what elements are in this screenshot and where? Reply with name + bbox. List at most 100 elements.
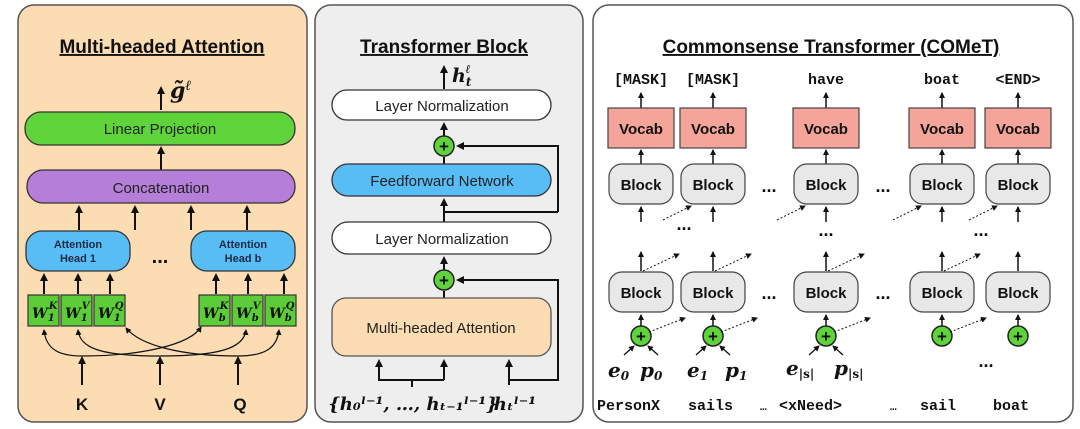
kvq-routing-curves — [41, 326, 282, 357]
transformer-block-bottom — [608, 271, 674, 313]
block-label: Block — [998, 177, 1040, 194]
token: <xNeed> — [779, 398, 842, 415]
svg-text:W1K: W1K — [32, 301, 59, 324]
svg-text:p0: p0 — [640, 358, 663, 383]
attention-head-1 — [25, 230, 131, 272]
transformer-block-top — [608, 163, 674, 205]
arrow — [623, 345, 635, 356]
vocab-label: Vocab — [619, 121, 663, 138]
ellipsis: ... — [761, 283, 776, 303]
attention-link — [642, 253, 680, 272]
vocab-box — [908, 107, 976, 149]
attention-link — [648, 317, 686, 333]
token: boat — [993, 398, 1029, 415]
add-icon-glyph: + — [937, 327, 947, 346]
output-symbol: g̃ℓ — [170, 78, 191, 104]
attention-link — [968, 205, 998, 221]
panel-comet: Commonsense Transformer (COMeT) [MASK]Vo… — [592, 4, 1074, 423]
weight-wb-k — [198, 294, 231, 327]
block-label: Block — [806, 285, 848, 302]
svg-text:e|s|: e|s| — [786, 356, 814, 381]
block-label: Block — [806, 177, 848, 194]
svg-text:WbK: WbK — [203, 301, 230, 324]
add-icon-glyph: + — [1013, 327, 1023, 346]
vocab-box — [792, 107, 860, 149]
svg-text:e1: e1 — [687, 358, 708, 383]
attention-link — [833, 317, 871, 333]
weight-labels: W1K W1V W1Q WbK WbV WbQ — [32, 301, 295, 324]
add-icon-glyph: + — [439, 137, 449, 156]
panel-multi-headed-attention: Multi-headed Attention g̃ℓ Linear Projec… — [17, 4, 308, 423]
token: PersonX — [597, 398, 660, 415]
output-token: [MASK] — [614, 72, 668, 89]
arrow — [647, 345, 659, 356]
feedforward-label: Feedforward Network — [370, 173, 514, 190]
linear-projection-box — [24, 111, 296, 146]
embedding-labels: e0 p0 e1 p1 e|s| p|s| — [608, 356, 863, 383]
transformer-block-bottom — [985, 271, 1051, 313]
add-icon — [1007, 325, 1029, 347]
token: … — [760, 402, 767, 414]
transformer-block-top — [909, 163, 975, 205]
output-token: <END> — [995, 72, 1040, 89]
layer-norm-top-box — [331, 89, 552, 121]
concatenation-label: Concatenation — [113, 180, 210, 197]
current-hidden-state: hₜˡ⁻¹ — [494, 394, 536, 415]
panel-title: Transformer Block — [360, 37, 528, 58]
head-label: Attention — [219, 239, 268, 251]
ellipsis: ... — [761, 176, 776, 196]
transformer-block-top — [680, 163, 746, 205]
vocab-label: Vocab — [920, 121, 964, 138]
block-label: Block — [621, 177, 663, 194]
multi-headed-attention-label: Multi-headed Attention — [366, 320, 515, 337]
transformer-block-top — [793, 163, 859, 205]
token: sail — [920, 398, 956, 415]
block-label: Block — [693, 285, 735, 302]
weight-matrices — [27, 294, 297, 327]
attention-link — [662, 205, 692, 221]
panel-background — [314, 4, 584, 423]
attention-head-b — [190, 230, 296, 272]
head-label: Head 1 — [60, 253, 96, 265]
transformer-block-bottom — [909, 271, 975, 313]
ellipsis: ... — [875, 176, 890, 196]
attention-link — [892, 205, 922, 221]
svg-text:WbQ: WbQ — [269, 301, 295, 324]
weight-wb-q — [264, 294, 297, 327]
weight-wb-v — [231, 294, 264, 327]
add-icon-glyph: + — [708, 327, 718, 346]
ellipsis: ... — [676, 214, 691, 234]
attention-link — [776, 205, 806, 221]
multi-headed-attention-box — [331, 297, 552, 357]
attention-link — [949, 317, 987, 333]
add-icon — [433, 269, 455, 291]
panel-title: Multi-headed Attention — [59, 37, 264, 58]
vocab-label: Vocab — [996, 121, 1040, 138]
arrow — [832, 345, 844, 356]
panel-background — [17, 4, 308, 423]
output-symbol: htℓ — [452, 62, 472, 89]
residual-connection — [456, 142, 559, 212]
attention-link — [827, 253, 865, 272]
attention-link — [720, 317, 758, 333]
block-label: Block — [621, 285, 663, 302]
output-token: boat — [924, 72, 960, 89]
weight-w1-q — [93, 294, 126, 327]
head-label: Head b — [225, 253, 262, 265]
output-token: have — [808, 72, 844, 89]
svg-text:e0: e0 — [608, 358, 630, 383]
add-icon — [630, 325, 652, 347]
vocab-box — [984, 107, 1052, 149]
arrow — [808, 345, 820, 356]
vocab-label: Vocab — [804, 121, 848, 138]
ellipsis: ... — [818, 220, 833, 240]
block-label: Block — [922, 285, 964, 302]
weight-w1-v — [60, 294, 93, 327]
input-tokens: PersonX sails … <xNeed> … sail boat — [597, 398, 1029, 415]
head-label: Attention — [54, 239, 103, 251]
